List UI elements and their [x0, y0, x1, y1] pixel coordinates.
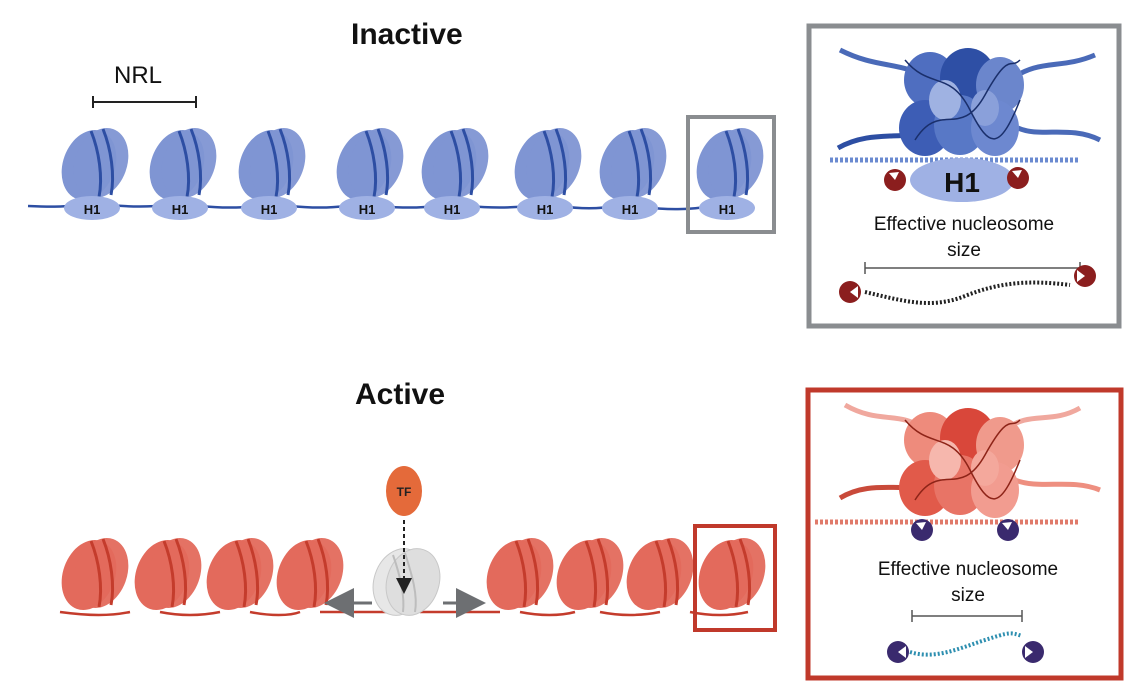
active-nucleosome: [61, 538, 129, 610]
h1-linker-histone: [910, 158, 1014, 202]
h1-label: H1: [444, 202, 461, 217]
inactive-section: H1 H1 H1 H1 H1 H1 H1 H1: [27, 96, 764, 220]
h1-linker-histone: [602, 196, 658, 220]
h1-label: H1: [719, 202, 736, 217]
active-nucleosome: [486, 538, 554, 610]
transcription-factor: TF: [386, 466, 422, 516]
nrl-scale-bar: [92, 96, 197, 108]
inactive-nucleosome: H1: [514, 128, 582, 220]
active-nucleosome: [276, 538, 344, 610]
inactive-nucleosome: H1: [61, 128, 129, 220]
h1-linker-histone: [339, 196, 395, 220]
h1-linker-histone: [424, 196, 480, 220]
inactive-inset-caption-line1: Effective nucleosome: [874, 214, 1054, 235]
active-nucleosome: [134, 538, 202, 610]
inactive-dna-strand: [27, 203, 713, 211]
inset-h1-label: H1: [944, 167, 980, 198]
active-inset-caption-line2: size: [951, 585, 985, 606]
inactive-inset: H1 Effective nucleosome size: [806, 23, 1122, 329]
h1-label: H1: [261, 202, 278, 217]
h1-label: H1: [84, 202, 101, 217]
active-inset: Effective nucleosome size: [805, 387, 1124, 681]
active-zoom-box: [693, 524, 777, 632]
h1-linker-histone: [152, 196, 208, 220]
inactive-nucleosome: H1: [696, 128, 764, 220]
inactive-histone-octamer: [899, 48, 1024, 156]
h1-linker-histone: [241, 196, 297, 220]
evicted-nucleosome: [372, 548, 441, 616]
active-nucleosome: [626, 538, 694, 610]
h1-linker-histone: [64, 196, 120, 220]
h1-label: H1: [172, 202, 189, 217]
active-section: TF: [59, 466, 766, 618]
inactive-zoom-box: [686, 115, 776, 234]
active-histone-octamer: [899, 408, 1024, 518]
h1-label: H1: [537, 202, 554, 217]
inactive-inset-caption-line2: size: [947, 240, 981, 261]
active-nucleosome: [556, 538, 624, 610]
inactive-nucleosome: H1: [336, 128, 404, 220]
inactive-nucleosome: H1: [421, 128, 489, 220]
tf-label: TF: [397, 485, 412, 499]
h1-linker-histone: [517, 196, 573, 220]
active-nucleosome: [698, 538, 766, 610]
h1-label: H1: [622, 202, 639, 217]
active-title: Active: [355, 378, 446, 411]
inactive-title: Inactive: [351, 18, 463, 51]
active-inset-caption-line1: Effective nucleosome: [878, 559, 1058, 580]
inactive-nucleosome: H1: [238, 128, 306, 220]
h1-label: H1: [359, 202, 376, 217]
inactive-nucleosome: H1: [149, 128, 217, 220]
inactive-nucleosome: H1: [599, 128, 667, 220]
active-nucleosome: [206, 538, 274, 610]
nrl-label: NRL: [114, 62, 163, 89]
h1-linker-histone: [699, 196, 755, 220]
